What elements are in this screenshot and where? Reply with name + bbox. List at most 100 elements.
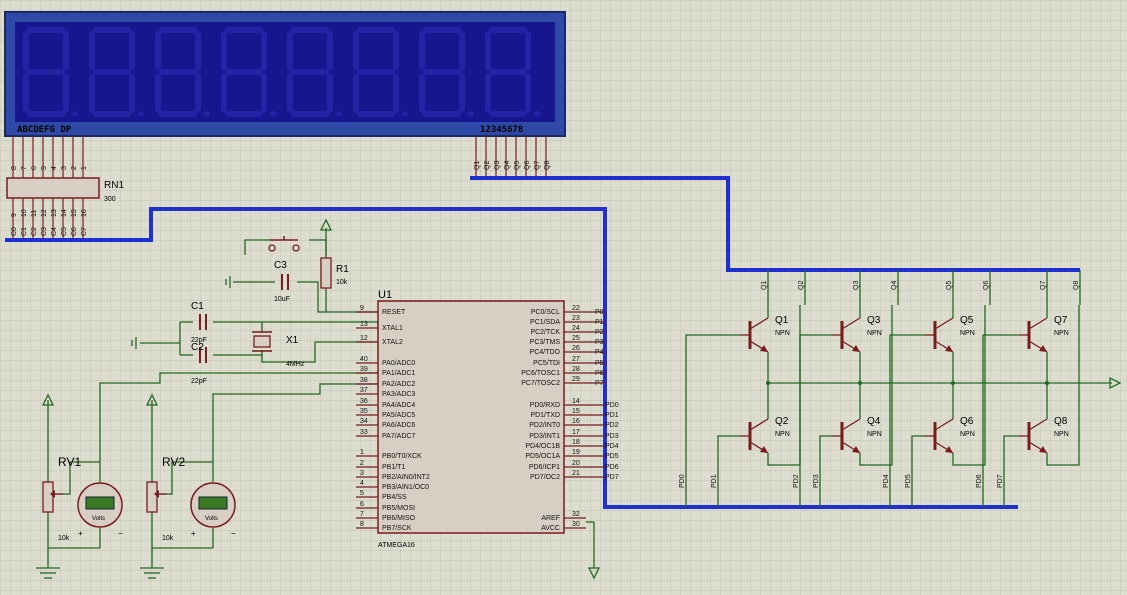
u1-left-pin-name-17: PB6/MISO — [382, 515, 416, 522]
u1-d-net-3: PD3 — [605, 433, 619, 440]
c1-ref: C1 — [191, 301, 204, 312]
rn1-value: 300 — [104, 196, 116, 203]
u1-c-net-1: P1 — [595, 319, 604, 326]
microcontroller-u1[interactable]: U1 ATMEGA16 — [377, 289, 565, 549]
u1-left-pin-num-16: 6 — [360, 501, 364, 508]
u1-left-pin-name-11: PB0/T0/XCK — [382, 453, 422, 460]
x1-value: 4MHz — [286, 361, 305, 368]
rn1-bottom-pin-3: 12 — [41, 209, 48, 217]
lcd-digit-pin-4: Q5 — [514, 161, 521, 170]
u1-left-pin-num-11: 1 — [360, 449, 364, 456]
voltmeter-2[interactable]: Volts + − — [190, 482, 236, 538]
lcd-seg-pin-5: 3 — [61, 166, 68, 170]
u1-left-pin-name-15: PB4/SS — [382, 494, 407, 501]
u1-c-pin-name-5: PC5/TDI — [533, 360, 560, 367]
u1-c-pin-num-6: 28 — [572, 366, 580, 373]
bus-lines — [5, 176, 1080, 509]
u1-left-pin-num-7: 36 — [360, 398, 368, 405]
u1-left-pin-num-18: 8 — [360, 521, 364, 528]
output-line — [768, 376, 1122, 390]
pd-bus-label-3: PD3 — [813, 474, 820, 488]
crystal-x1[interactable]: X1 4MHz — [252, 331, 305, 368]
u1-d-net-0: PD0 — [605, 402, 619, 409]
u1-left-pin-name-0: RESET — [382, 309, 406, 316]
lcd-digit-pin-5: Q6 — [524, 161, 531, 170]
reset-switch[interactable] — [268, 236, 300, 252]
u1-part: ATMEGA16 — [378, 542, 415, 549]
u1-d-net-1: PD1 — [605, 412, 619, 419]
seven-segment-display[interactable]: ABCDEFG DP 12345678 — [4, 11, 566, 137]
r1-ref: R1 — [336, 264, 349, 275]
lcd-digit-pin-1: Q2 — [484, 161, 491, 170]
lcd-seg-pin-0: 8 — [11, 166, 18, 170]
q-bus-label-2: Q3 — [853, 281, 860, 290]
u1-left-pin-name-13: PB2/AIN0/INT2 — [382, 474, 430, 481]
resistor-r1[interactable]: R1 10k — [320, 257, 349, 289]
u1-left-pin-name-2: XTAL2 — [382, 339, 403, 346]
u1-left-pin-num-13: 3 — [360, 470, 364, 477]
u1-d-net-7: PD7 — [605, 474, 619, 481]
c3-value: 10uF — [274, 296, 290, 303]
u1-c-pin-num-0: 22 — [572, 305, 580, 312]
q-bus-label-1: Q2 — [798, 281, 805, 290]
c2-value: 22pF — [191, 378, 207, 385]
c1-value: 22pF — [191, 337, 207, 344]
u1-left-pin-num-3: 40 — [360, 356, 368, 363]
u1-d-net-6: PD6 — [605, 464, 619, 471]
rn1-ref: RN1 — [104, 180, 124, 191]
rn1-net-label-1: C1 — [21, 227, 28, 236]
u1-left-pin-num-12: 2 — [360, 460, 364, 467]
u1-d-pin-num-6: 20 — [572, 460, 580, 467]
potentiometer-rv2[interactable]: RV2 10k — [146, 455, 185, 542]
rn1-bottom-pin-6: 15 — [71, 209, 78, 217]
rn1-net-label-7: C7 — [81, 227, 88, 236]
u1-left-pin-name-10: PA7/ADC7 — [382, 433, 415, 440]
rn1-net-label-6: C6 — [71, 227, 78, 236]
u1-left-pin-num-14: 4 — [360, 480, 364, 487]
digit-3-dp — [204, 111, 210, 117]
u1-left-pin-name-5: PA2/ADC2 — [382, 381, 415, 388]
lcd-seg-pin-1: 7 — [21, 166, 28, 170]
lcd-seg-pin-6: 2 — [71, 166, 78, 170]
lcd-seg-pin-2: 6 — [31, 166, 38, 170]
rn1-bottom-pin-4: 13 — [51, 209, 58, 217]
u1-left-pin-name-6: PA3/ADC3 — [382, 391, 415, 398]
capacitor-c1[interactable]: C1 22pF — [191, 301, 207, 344]
potentiometer-rv1[interactable]: RV1 10k — [42, 455, 81, 542]
transistor-type-4: NPN — [960, 330, 975, 337]
u1-pins: 9RESET13XTAL112XTAL240PA0/ADC039PA1/ADC1… — [356, 305, 619, 532]
c3-ref: C3 — [274, 260, 287, 271]
u1-d-net-2: PD2 — [605, 422, 619, 429]
u1-power-pin-num-0: 32 — [572, 511, 580, 518]
transistor-type-3: NPN — [867, 431, 882, 438]
lcd-digit-pin-6: Q7 — [534, 161, 541, 170]
u1-d-pin-num-5: 19 — [572, 449, 580, 456]
rn1-bottom-pin-7: 16 — [81, 209, 88, 217]
vcc-arrow-rv2 — [145, 393, 159, 406]
q-bus-label-5: Q6 — [983, 281, 990, 290]
capacitor-c2[interactable]: C2 22pF — [191, 342, 207, 385]
transistor-ref-7: Q8 — [1054, 416, 1068, 427]
rn1-bottom-pin-0: 9 — [11, 213, 18, 217]
digit-2-dp — [138, 111, 144, 117]
voltmeter-1[interactable]: Volts + − — [77, 482, 123, 538]
u1-c-pin-num-5: 27 — [572, 356, 580, 363]
r1-value: 10k — [336, 279, 348, 286]
u1-left-pin-num-17: 7 — [360, 511, 364, 518]
capacitor-c3[interactable]: C3 10uF — [274, 260, 290, 303]
u1-left-pin-num-10: 33 — [360, 429, 368, 436]
pd-bus-label-0: PD0 — [679, 474, 686, 488]
u1-d-pin-num-7: 21 — [572, 470, 580, 477]
vcc-arrow-r1 — [319, 218, 333, 231]
